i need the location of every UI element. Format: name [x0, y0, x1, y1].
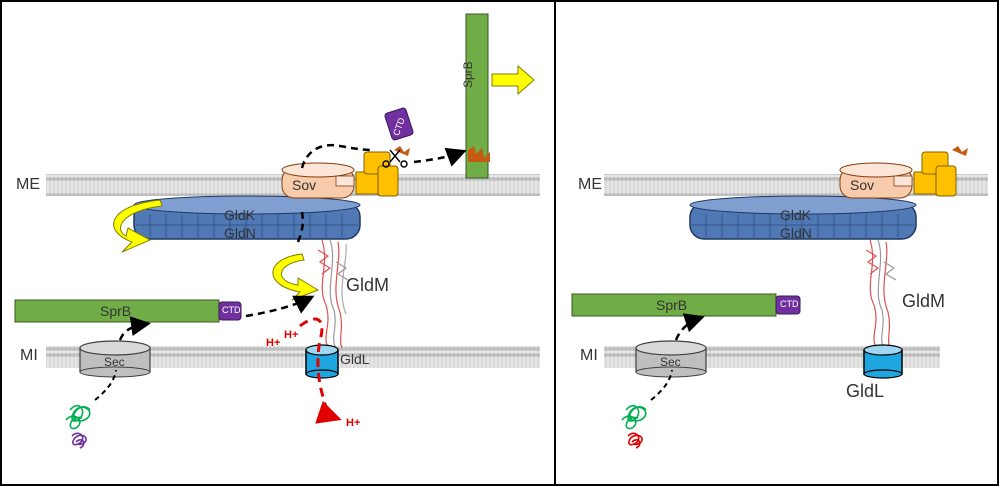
right-gldm-label: GldM: [902, 291, 946, 311]
left-gldm-stalk: [317, 239, 349, 349]
right-sov-label: Sov: [850, 177, 875, 193]
left-sprb-vertical-label: SprB: [461, 61, 475, 88]
left-secretion-path-3: [296, 211, 305, 243]
right-export-path-sec: [650, 369, 673, 401]
left-proton-path: [299, 317, 342, 424]
left-gldl-label: GldL: [340, 351, 370, 367]
right-sprb-horizontal-label: SprB: [656, 297, 688, 313]
left-sec-label: Sec: [104, 355, 125, 369]
left-nascent-protein: [65, 404, 91, 449]
left-gldkn-ring: [133, 195, 361, 240]
right-me-label: ME: [578, 176, 602, 193]
right-nascent-protein: [621, 404, 647, 449]
left-ctd-cleaved-box: [384, 107, 414, 141]
scissors-icon: [382, 149, 408, 168]
left-gldn-label: GldN: [224, 225, 256, 241]
right-gldl-protein: [863, 344, 903, 379]
left-me-label: ME: [16, 176, 40, 193]
right-sec-translocon: [635, 340, 707, 378]
left-gldm-label: GldM: [346, 275, 390, 295]
left-sprb-anchor: [468, 146, 490, 162]
left-gldl-protein: [305, 344, 339, 379]
left-ctd-horizontal-box: [218, 301, 242, 321]
left-ctd-horizontal-label: CTD: [222, 305, 241, 315]
left-secretion-path-5: [413, 147, 467, 167]
right-mi-label: MI: [580, 347, 598, 364]
left-gldk-label: GldK: [224, 207, 256, 223]
right-gldn-label: GldN: [780, 225, 812, 241]
right-gldl-label: GldL: [846, 381, 885, 401]
left-sov-protein: [281, 162, 355, 199]
left-sec-translocon: [79, 340, 151, 378]
left-rotation-arrow-gldkn: [113, 199, 163, 253]
left-inner-membrane: [46, 346, 540, 368]
left-sov-label: Sov: [292, 177, 317, 193]
left-sprb-vertical-bar: [465, 13, 489, 179]
left-secretion-path-4: [300, 143, 373, 169]
right-sov-protein: [839, 162, 913, 199]
left-hplus-label-1: H+: [266, 337, 281, 349]
right-secretion-path: [674, 313, 705, 341]
left-hplus-label-3: H+: [346, 417, 361, 429]
left-export-path-sec: [94, 369, 117, 401]
left-mi-label: MI: [20, 347, 38, 364]
right-panel-border: [554, 0, 999, 486]
left-rotation-arrow-gldm: [272, 253, 320, 301]
right-gldm-stalk: [865, 239, 897, 349]
left-hplus-label-2: H+: [284, 329, 299, 341]
right-gold-protein: [913, 146, 968, 197]
right-sec-label: Sec: [660, 355, 681, 369]
left-sprb-movement-arrow: [491, 64, 535, 96]
right-gldkn-ring: [689, 195, 917, 240]
right-ctd-horizontal-box: [775, 295, 801, 315]
right-gldk-label: GldK: [780, 207, 812, 223]
left-sprb-horizontal-label: SprB: [100, 303, 132, 319]
left-secretion-path-2: [245, 295, 315, 318]
left-gold-protein: [355, 146, 410, 197]
right-ctd-horizontal-label: CTD: [780, 299, 799, 309]
left-secretion-path-1: [118, 316, 151, 341]
